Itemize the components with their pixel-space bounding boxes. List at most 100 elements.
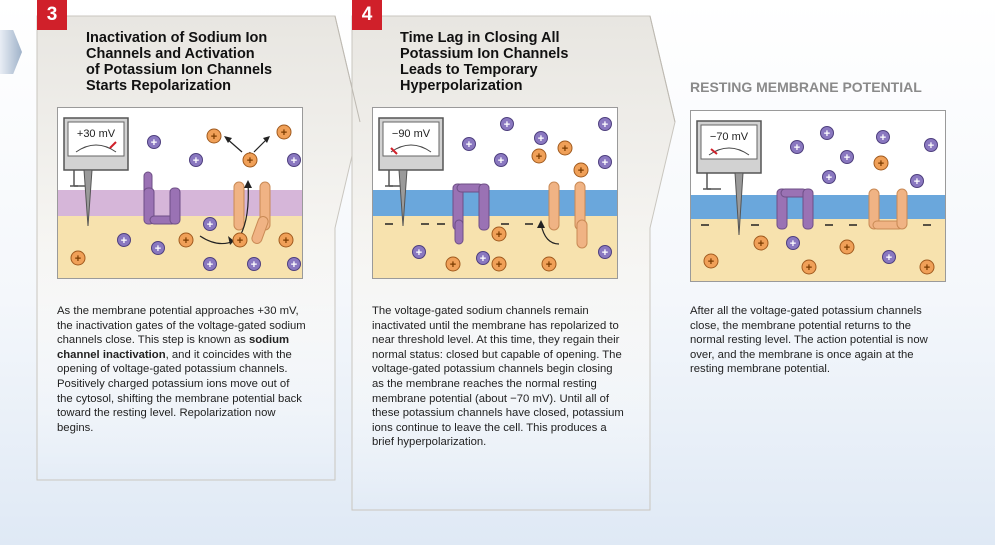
sodium-ion-icon: + — [598, 155, 612, 169]
sodium-ion-icon: + — [203, 217, 217, 231]
svg-text:+: + — [806, 262, 812, 274]
sodium-ion-icon: + — [822, 170, 836, 184]
svg-text:+: + — [708, 256, 714, 268]
svg-text:+: + — [247, 155, 253, 167]
svg-text:+: + — [504, 119, 510, 131]
potassium-ion-icon: + — [491, 256, 507, 272]
step-badge-4: 4 — [352, 0, 382, 30]
svg-text:+: + — [416, 247, 422, 259]
potassium-ion-icon: + — [445, 256, 461, 272]
svg-text:+: + — [602, 157, 608, 169]
svg-text:+: + — [538, 133, 544, 145]
potassium-ion-icon: + — [491, 226, 507, 242]
svg-text:+: + — [75, 253, 81, 265]
potassium-ion-icon: + — [206, 128, 222, 144]
svg-text:+: + — [546, 259, 552, 271]
panel-3-description: As the membrane potential approaches +30… — [57, 304, 307, 435]
svg-text:+: + — [536, 151, 542, 163]
panel-3-title-line: Starts Repolarization — [86, 78, 232, 94]
svg-text:+: + — [281, 127, 287, 139]
svg-text:+: + — [794, 142, 800, 154]
sodium-ion-icon: + — [500, 117, 514, 131]
description-text: , and it coincides with the opening of v… — [57, 348, 302, 434]
sodium-ion-icon: + — [910, 174, 924, 188]
panel-3-title-line: Channels and Activation — [86, 46, 255, 62]
sodium-ion-icon: + — [247, 257, 261, 271]
resting-panel-title: RESTING MEMBRANE POTENTIAL — [690, 79, 922, 95]
potassium-ion-icon: + — [703, 253, 719, 269]
panel-3-title-line: of Potassium Ion Channels — [86, 62, 273, 78]
panel-4-description: The voltage-gated sodium channels remain… — [372, 305, 624, 449]
sodium-ion-icon: + — [147, 135, 161, 149]
sodium-ion-icon: + — [534, 131, 548, 145]
svg-text:+: + — [193, 155, 199, 167]
sodium-ion-icon: + — [117, 233, 131, 247]
sodium-channel — [452, 183, 490, 245]
svg-text:+: + — [824, 128, 830, 140]
svg-text:+: + — [790, 238, 796, 250]
voltmeter-reading: −90 mV — [392, 128, 431, 140]
sodium-ion-icon: + — [287, 153, 301, 167]
sodium-ion-icon: + — [287, 257, 301, 271]
svg-text:+: + — [914, 176, 920, 188]
svg-text:+: + — [496, 259, 502, 271]
svg-text:+: + — [844, 242, 850, 254]
potassium-ion-icon: + — [839, 239, 855, 255]
potassium-channel — [868, 188, 908, 230]
potassium-ion-icon: + — [278, 232, 294, 248]
sodium-ion-icon: + — [840, 150, 854, 164]
sodium-ion-icon: + — [876, 130, 890, 144]
svg-text:+: + — [450, 259, 456, 271]
description-emphasis: sodium channel inactivation — [57, 334, 290, 361]
sodium-ion-icon: + — [203, 257, 217, 271]
sodium-ion-icon: + — [598, 245, 612, 259]
svg-text:+: + — [886, 252, 892, 264]
panel-3-title: Inactivation of Sodium Ion Channels and … — [86, 30, 272, 94]
potassium-ion-icon: + — [242, 152, 258, 168]
svg-text:+: + — [602, 247, 608, 259]
sodium-ion-icon: + — [462, 137, 476, 151]
potassium-ion-icon: + — [801, 259, 817, 275]
potassium-ion-icon: + — [232, 232, 248, 248]
panel-4-title-line: Hyperpolarization — [400, 78, 523, 94]
potassium-ion-icon: + — [541, 256, 557, 272]
svg-text:+: + — [578, 165, 584, 177]
potassium-ion-icon: + — [531, 148, 547, 164]
sodium-ion-icon: + — [598, 117, 612, 131]
sodium-ion-icon: + — [151, 241, 165, 255]
sodium-channel — [776, 188, 814, 230]
sodium-ion-icon: + — [882, 250, 896, 264]
svg-text:+: + — [283, 235, 289, 247]
svg-text:+: + — [928, 140, 934, 152]
svg-text:+: + — [183, 235, 189, 247]
sodium-ion-icon: + — [476, 251, 490, 265]
potassium-ion-icon: + — [70, 250, 86, 266]
resting-description: After all the voltage-gated potassium ch… — [690, 305, 928, 376]
panel-4-title-line: Leads to Temporary — [400, 62, 538, 78]
panel-4-title-line: Time Lag in Closing All — [400, 30, 560, 46]
potassium-ion-icon: + — [573, 162, 589, 178]
ions: + + + + + + + + + + + + + + + + — [70, 124, 301, 271]
sodium-ion-icon: + — [924, 138, 938, 152]
potassium-ion-icon: + — [276, 124, 292, 140]
panel-4-title-line: Potassium Ion Channels — [400, 46, 569, 62]
svg-text:+: + — [562, 143, 568, 155]
potassium-ion-icon: + — [873, 155, 889, 171]
potassium-channel — [233, 181, 271, 244]
cytosol — [691, 219, 945, 281]
svg-text:+: + — [602, 119, 608, 131]
svg-text:+: + — [207, 219, 213, 231]
svg-text:+: + — [924, 262, 930, 274]
svg-text:+: + — [826, 172, 832, 184]
voltmeter-reading: −70 mV — [710, 131, 749, 143]
sodium-ion-icon: + — [189, 153, 203, 167]
sodium-ion-icon: + — [494, 153, 508, 167]
voltmeter-icon — [696, 120, 762, 236]
sodium-ion-icon: + — [820, 126, 834, 140]
step-badge-3: 3 — [37, 0, 67, 30]
voltmeter-reading: +30 mV — [77, 128, 116, 140]
potassium-channel — [548, 181, 588, 249]
potassium-ion-icon: + — [557, 140, 573, 156]
sodium-channel — [143, 171, 181, 225]
svg-text:+: + — [237, 235, 243, 247]
